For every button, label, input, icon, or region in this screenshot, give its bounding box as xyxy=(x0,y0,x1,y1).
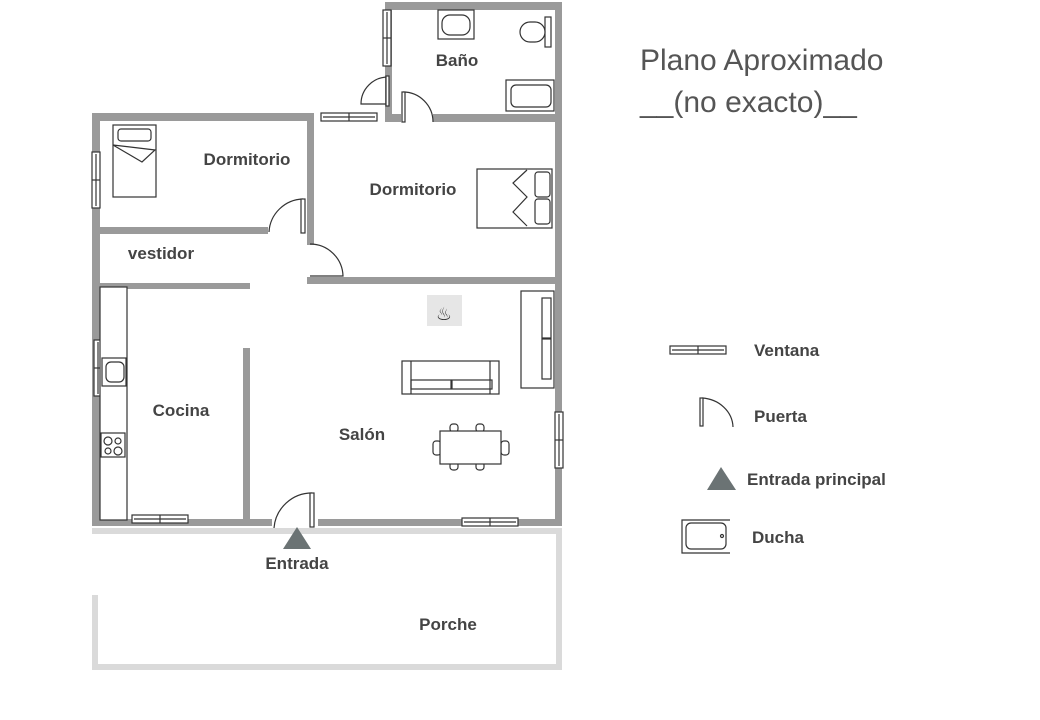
title-line-2: __(no exacto)__ xyxy=(639,86,858,119)
room-label-bano: Baño xyxy=(436,51,479,70)
legend: Ventana Puerta Entrada principal Ducha xyxy=(669,341,886,554)
porch-outline xyxy=(92,528,562,670)
window-icon xyxy=(669,345,727,355)
dining-table xyxy=(432,423,510,471)
room-label-porche: Porche xyxy=(419,615,477,634)
room-label-salon: Salón xyxy=(339,425,385,444)
title-line-1: Plano Aproximado xyxy=(640,44,884,77)
legend-label-puerta: Puerta xyxy=(754,407,807,426)
svg-text:♨: ♨ xyxy=(436,304,452,325)
bathtub-icon xyxy=(681,519,730,554)
bed-single xyxy=(112,124,157,198)
legend-label-entrada-principal: Entrada principal xyxy=(747,470,886,489)
room-label-dormitorio-1: Dormitorio xyxy=(204,150,291,169)
room-label-vestidor: vestidor xyxy=(128,244,195,263)
fireplace-icon: ♨ xyxy=(427,295,462,326)
room-label-dormitorio-2: Dormitorio xyxy=(370,180,457,199)
door-icon xyxy=(699,397,734,428)
bed-double xyxy=(476,168,553,229)
legend-label-ventana: Ventana xyxy=(754,341,820,360)
legend-label-ducha: Ducha xyxy=(752,528,805,547)
entrance-triangle-icon xyxy=(283,527,311,549)
bathroom-fixtures xyxy=(437,9,555,112)
room-label-entrada: Entrada xyxy=(265,554,329,573)
room-label-cocina: Cocina xyxy=(153,401,210,420)
doors xyxy=(268,75,434,529)
sofa-side xyxy=(520,290,555,389)
sofa xyxy=(401,360,500,395)
triangle-icon xyxy=(707,467,736,490)
kitchen-counter xyxy=(99,286,128,521)
